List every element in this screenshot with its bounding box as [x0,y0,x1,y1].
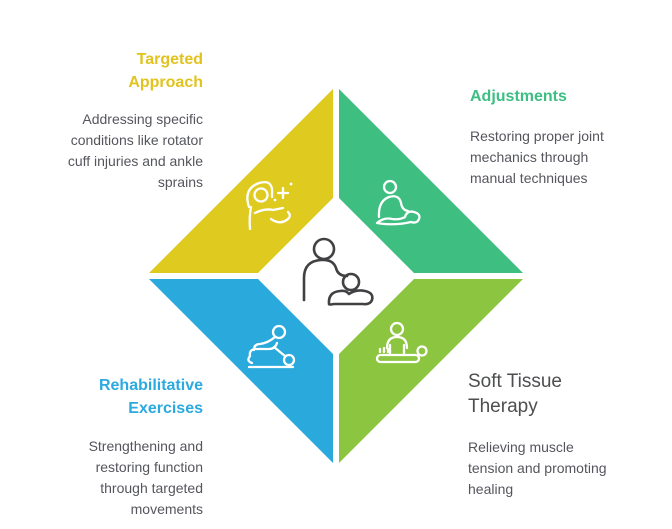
segment-soft-tissue-therapy [339,279,523,463]
massage-table-icon [375,321,428,364]
label-block-adjustments: Adjustments Restoring proper joint mecha… [470,85,638,189]
label-block-soft-tissue-therapy: Soft Tissue Therapy Relieving muscle ten… [468,370,648,500]
heading-targeted-approach: Targeted Approach [128,51,203,92]
segment-adjustments [339,89,523,273]
back-massage-icon [375,179,421,226]
heading-adjustments: Adjustments [470,88,567,105]
segment-rehabilitative-exercises [149,279,333,463]
label-block-rehabilitative-exercises: Rehabilitative Exercises Strengthening a… [33,374,203,520]
description-adjustments: Restoring proper joint mechanics through… [470,128,604,187]
description-rehabilitative-exercises: Strengthening and restoring function thr… [88,438,203,518]
label-block-targeted-approach: Targeted Approach Addressing specific co… [33,48,203,193]
description-targeted-approach: Addressing specific conditions like rota… [67,111,203,191]
heading-rehabilitative-exercises: Rehabilitative Exercises [98,377,203,418]
description-soft-tissue-therapy: Relieving muscle tension and promoting h… [468,439,607,498]
massage-icon [302,237,374,306]
segment-targeted-approach [149,89,333,273]
facial-spa-icon [246,180,293,231]
heading-soft-tissue-therapy: Soft Tissue Therapy [468,371,562,417]
rehab-exercise-icon [247,324,296,369]
